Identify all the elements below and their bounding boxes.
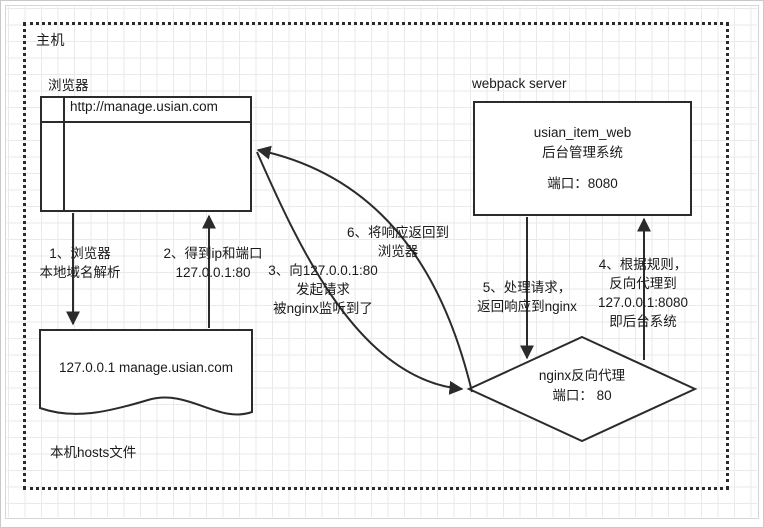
browser-url-bar	[42, 98, 250, 123]
webpack-server-line2: 后台管理系统	[542, 144, 623, 160]
nginx-text: nginx反向代理 端口： 80	[466, 366, 698, 405]
browser-caption: 浏览器	[48, 78, 89, 93]
webpack-server-line3: 端口：8080	[547, 176, 618, 192]
edge-label-step-4: 4、根据规则， 反向代理到 127.0.0.1:8080 即后台系统	[597, 257, 689, 330]
hosts-file-node: 127.0.0.1 manage.usian.com	[38, 328, 254, 428]
edge-label-step-3: 3、向127.0.0.1:80 发起请求 被nginx监听到了	[268, 263, 378, 317]
edge-label-step-5: 5、处理请求， 返回响应到nginx	[477, 280, 577, 315]
hosts-file-content: 127.0.0.1 manage.usian.com	[58, 360, 234, 375]
webpack-server-node: usian_item_web 后台管理系统 端口：8080	[473, 101, 692, 216]
browser-sidebar	[42, 98, 65, 210]
browser-url-text: http://manage.usian.com	[70, 99, 218, 114]
webpack-server-line1: usian_item_web	[533, 125, 632, 141]
edge-label-step-1: 1、浏览器 本地域名解析	[39, 246, 121, 281]
nginx-node: nginx反向代理 端口： 80	[466, 334, 698, 444]
nginx-line1: nginx反向代理	[538, 368, 626, 383]
browser-node	[40, 96, 252, 212]
host-boundary-box	[23, 22, 729, 490]
diamond-shape-icon	[466, 335, 698, 443]
edge-label-step-6: 6、将响应返回到 浏览器	[346, 225, 449, 260]
hosts-file-caption: 本机hosts文件	[50, 445, 137, 460]
edge-label-step-2: 2、得到ip和端口 127.0.0.1:80	[163, 246, 263, 281]
host-label: 主机	[36, 32, 65, 48]
document-shape-icon	[39, 329, 253, 416]
webpack-server-caption: webpack server	[472, 76, 567, 91]
nginx-line2: 端口： 80	[552, 387, 612, 403]
